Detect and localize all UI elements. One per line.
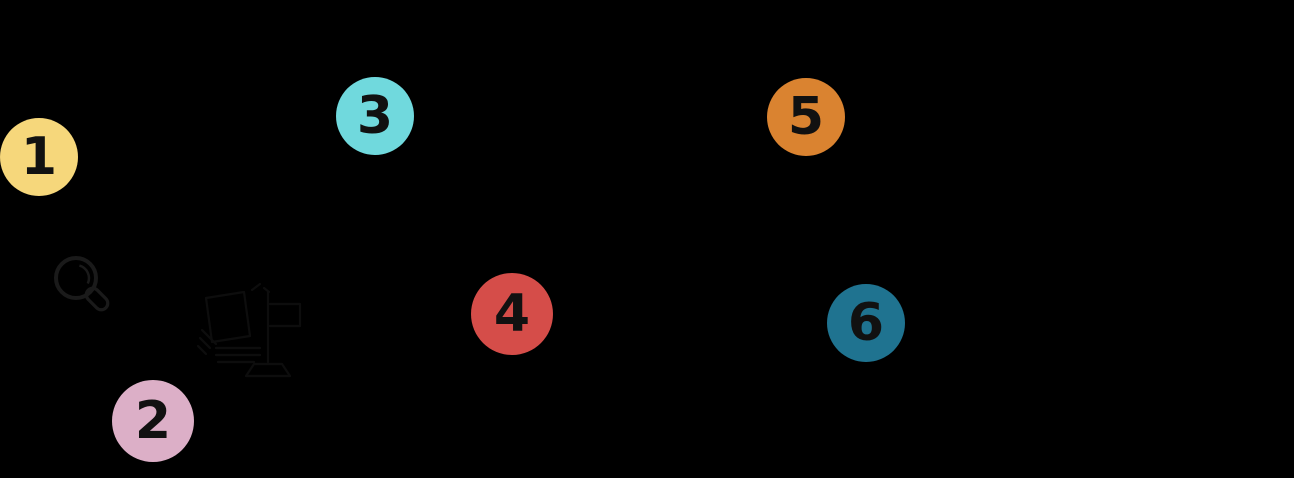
search-icon — [50, 252, 118, 320]
step-badge-6: 6 — [827, 284, 905, 362]
step-badge-2: 2 — [112, 380, 194, 462]
step-badge-1: 1 — [0, 118, 78, 196]
step-badge-4: 4 — [471, 273, 553, 355]
step-badge-3: 3 — [336, 77, 414, 155]
signboard-illustration — [192, 282, 322, 378]
step-badge-5: 5 — [767, 78, 845, 156]
